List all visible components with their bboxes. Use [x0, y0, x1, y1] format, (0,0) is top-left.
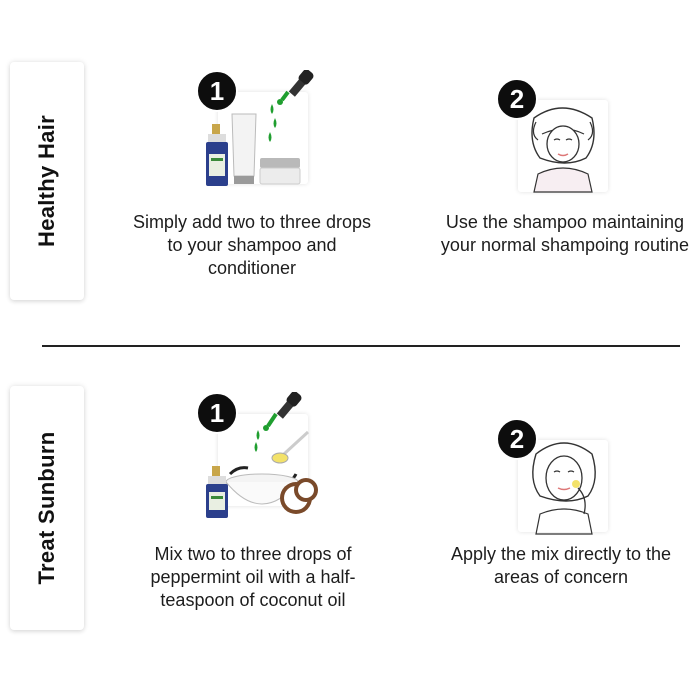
step-number-badge: 1: [196, 392, 238, 434]
section-divider: [42, 345, 680, 347]
step-description: Mix two to three drops of peppermint oil…: [150, 544, 356, 610]
step-number-badge: 2: [496, 418, 538, 460]
woman-washing-hair-icon: [531, 107, 595, 193]
step-illustration: 2: [496, 418, 616, 536]
step-illustration: 1: [196, 392, 318, 518]
oil-bottle-shampoo-icon: [206, 70, 314, 186]
step-description: Use the shampoo maintaining your normal …: [440, 212, 690, 255]
step-number-badge: 2: [496, 78, 538, 120]
step-number-badge: 1: [196, 70, 238, 112]
step-illustration: 2: [496, 78, 616, 196]
woman-applying-face-icon: [532, 442, 596, 535]
oil-mixing-bowl-coconut-icon: [206, 392, 318, 518]
section-tab-healthy-hair: Healthy Hair: [10, 62, 84, 300]
section-tab-treat-sunburn: Treat Sunburn: [10, 386, 84, 630]
section-title: Healthy Hair: [34, 115, 59, 247]
section-title: Treat Sunburn: [34, 431, 59, 585]
step-description: Apply the mix directly to the areas of c…: [450, 544, 672, 587]
step-description: Simply add two to three drops to your sh…: [132, 212, 372, 278]
step-illustration: 1: [196, 70, 316, 188]
